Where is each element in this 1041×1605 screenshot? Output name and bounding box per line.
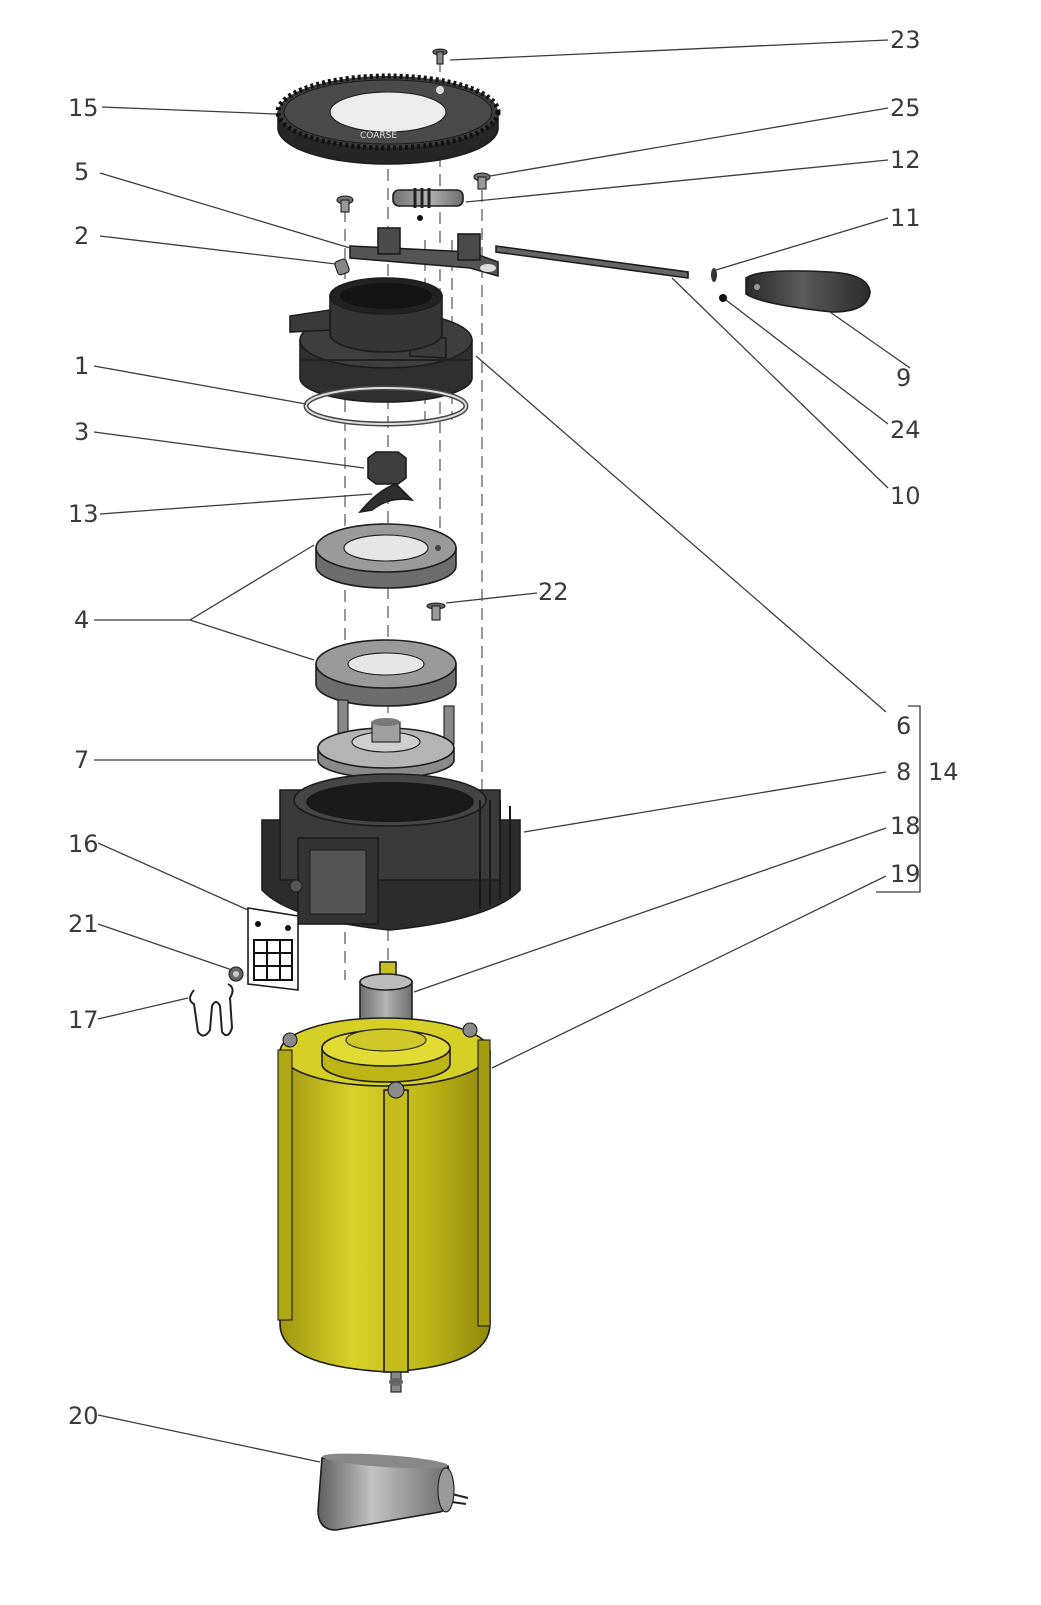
callout-19: 19 <box>890 860 921 888</box>
svg-text:COARSE: COARSE <box>360 131 397 141</box>
screw-part-22 <box>426 602 446 621</box>
burr-carrier-part-7 <box>317 699 455 779</box>
callout-25: 25 <box>890 94 921 122</box>
callout-24: 24 <box>890 416 921 444</box>
callout-12: 12 <box>890 146 921 174</box>
burr-ring-lower-part-4 <box>315 639 457 707</box>
callout-18: 18 <box>890 812 921 840</box>
screw-part-25 <box>473 172 491 190</box>
callout-3: 3 <box>74 418 89 446</box>
clip-part-11 <box>711 268 717 282</box>
gear-ring-part-15: COARSE <box>275 73 501 165</box>
pin-spring-part-12 <box>392 188 464 221</box>
screw-left-bracket <box>336 195 354 213</box>
callout-13: 13 <box>68 500 99 528</box>
screw-part-21 <box>228 966 244 982</box>
o-ring-part-1 <box>303 385 469 427</box>
capacitor-part-20 <box>317 1453 469 1531</box>
callout-5: 5 <box>74 158 89 186</box>
spring-part-17 <box>189 983 234 1037</box>
setscrew-part-2 <box>334 258 350 276</box>
callout-15: 15 <box>68 94 99 122</box>
callout-1: 1 <box>74 352 89 380</box>
callout-22: 22 <box>538 578 569 606</box>
leader-lines <box>93 39 921 1463</box>
shaft-part-10 <box>495 245 689 279</box>
nut-part-3 <box>367 451 407 485</box>
motor-part-19 <box>277 1017 491 1393</box>
callout-8: 8 <box>896 758 911 786</box>
burr-ring-upper-part-4 <box>315 523 457 589</box>
callout-4: 4 <box>74 606 89 634</box>
sweeper-part-13 <box>358 483 415 514</box>
callout-2: 2 <box>74 222 89 250</box>
burr-housing-part-6 <box>289 277 473 403</box>
callout-21: 21 <box>68 910 99 938</box>
callout-20: 20 <box>68 1402 99 1430</box>
callout-6: 6 <box>896 712 911 740</box>
bracket-part-5 <box>349 227 499 278</box>
callout-14: 14 <box>928 758 959 786</box>
screw-part-23 <box>432 48 448 65</box>
callout-7: 7 <box>74 746 89 774</box>
callout-23: 23 <box>890 26 921 54</box>
callout-17: 17 <box>68 1006 99 1034</box>
callout-16: 16 <box>68 830 99 858</box>
ball-part-24 <box>719 294 727 302</box>
knob-part-9 <box>745 270 871 313</box>
terminal-plate-part-16 <box>247 907 299 991</box>
callout-labels: 15 23 25 12 5 11 2 1 9 3 24 10 13 22 4 6… <box>68 26 959 1430</box>
motor-housing-part-8 <box>261 773 521 931</box>
callout-9: 9 <box>896 364 911 392</box>
callout-11: 11 <box>890 204 921 232</box>
callout-10: 10 <box>890 482 921 510</box>
